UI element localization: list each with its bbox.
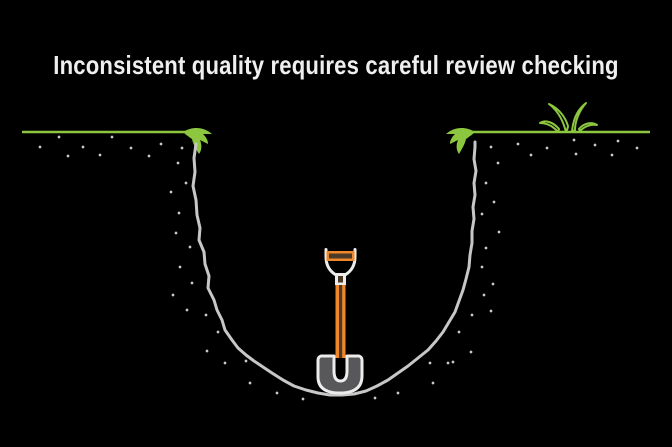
- soil-dot: [190, 281, 194, 285]
- soil-dot: [431, 381, 435, 385]
- soil-dot: [489, 309, 493, 313]
- soil-dot: [610, 153, 614, 157]
- soil-dot: [484, 246, 488, 250]
- hole-outline: [191, 140, 478, 397]
- soil-dot: [184, 181, 188, 185]
- soil-dot: [301, 397, 305, 401]
- soil-dot: [223, 361, 227, 365]
- soil-dot: [593, 143, 597, 147]
- soil-dot: [373, 396, 377, 400]
- soil-dot: [492, 200, 496, 204]
- soil-dot: [428, 361, 432, 365]
- soil-dot: [635, 146, 639, 150]
- soil-dot: [178, 265, 182, 269]
- soil-dot: [451, 360, 455, 364]
- soil-dot: [171, 293, 175, 297]
- shovel-handle-frame: [324, 248, 357, 277]
- grass-blade: [578, 122, 598, 132]
- soil-dot: [188, 245, 192, 249]
- soil-dot: [480, 212, 484, 216]
- shovel-icon: [316, 248, 364, 395]
- soil-dot: [446, 361, 450, 365]
- soil-dot: [572, 138, 576, 142]
- soil-dots: [38, 135, 639, 401]
- soil-dot: [174, 231, 178, 235]
- soil-dot: [185, 308, 189, 312]
- soil-dot: [484, 181, 488, 185]
- soil-dot: [204, 313, 208, 317]
- soil-dot: [38, 145, 42, 149]
- soil-dot: [110, 135, 114, 139]
- soil-dot: [98, 153, 102, 157]
- soil-dot: [275, 391, 279, 395]
- shovel-blade: [316, 354, 364, 395]
- soil-dot: [497, 230, 501, 234]
- grass-blade: [571, 102, 587, 133]
- soil-dot: [66, 154, 70, 158]
- soil-dot: [491, 282, 495, 286]
- soil-dot: [496, 161, 500, 165]
- soil-dot: [177, 211, 181, 215]
- page-title: Inconsistent quality requires careful re…: [53, 50, 619, 80]
- soil-dot: [574, 152, 578, 156]
- soil-dot: [205, 349, 209, 353]
- soil-dot: [396, 391, 400, 395]
- soil-dot: [180, 146, 184, 150]
- soil-dot: [457, 330, 461, 334]
- grass-blade: [539, 120, 560, 133]
- soil-dot: [469, 350, 473, 354]
- soil-dot: [81, 145, 85, 149]
- soil-dot: [489, 145, 493, 149]
- shovel-shaft-core: [339, 283, 343, 358]
- soil-dot: [244, 359, 248, 363]
- soil-dot: [470, 313, 474, 317]
- grass-blade: [548, 103, 569, 133]
- soil-dot: [129, 146, 133, 150]
- shovel-grip-core: [329, 253, 352, 259]
- soil-dot: [57, 135, 61, 139]
- soil-dot: [159, 142, 163, 146]
- soil-dot: [147, 154, 151, 158]
- grass-clump-right-rim-icon: [446, 128, 475, 154]
- grass-tuft-icon: [539, 102, 598, 133]
- shovel-connector-core: [338, 276, 343, 283]
- soil-dot: [545, 146, 549, 150]
- soil-dot: [482, 293, 486, 297]
- soil-dot: [216, 330, 220, 334]
- soil-dot: [169, 190, 173, 194]
- grass-clump-left-rim-icon: [183, 128, 212, 154]
- soil-dot: [176, 161, 180, 165]
- soil-dot: [248, 381, 252, 385]
- soil-dot: [616, 139, 620, 143]
- soil-dot: [529, 153, 533, 157]
- soil-dot: [480, 265, 484, 269]
- soil-dot: [516, 142, 520, 146]
